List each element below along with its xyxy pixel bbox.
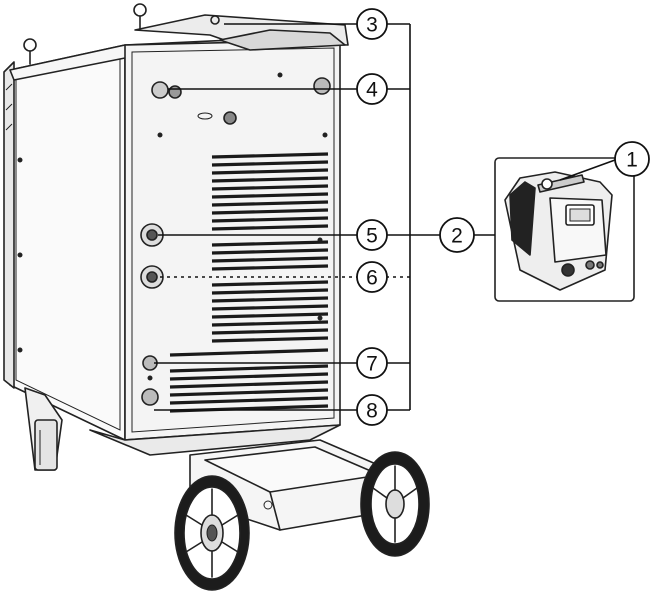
- wire-feeder-inset: [494, 157, 635, 302]
- callout-8-label: 8: [366, 400, 378, 423]
- callout-3-label: 3: [366, 14, 378, 37]
- callout-4: 4: [356, 73, 388, 105]
- callout-1-label: 1: [626, 149, 638, 172]
- callout-6-label: 6: [366, 267, 378, 290]
- callout-5: 5: [356, 219, 388, 251]
- callout-leaders: [154, 23, 616, 411]
- callout-5-label: 5: [366, 225, 378, 248]
- callout-2: 2: [439, 217, 475, 253]
- callout-3: 3: [356, 8, 388, 40]
- callout-7: 7: [356, 347, 388, 379]
- callout-6: 6: [356, 261, 388, 293]
- callout-2-label: 2: [451, 225, 463, 248]
- callout-8: 8: [356, 394, 388, 426]
- callout-1: 1: [614, 141, 650, 177]
- trolley: [24, 387, 430, 591]
- callout-7-label: 7: [366, 353, 378, 376]
- callout-4-label: 4: [366, 79, 378, 102]
